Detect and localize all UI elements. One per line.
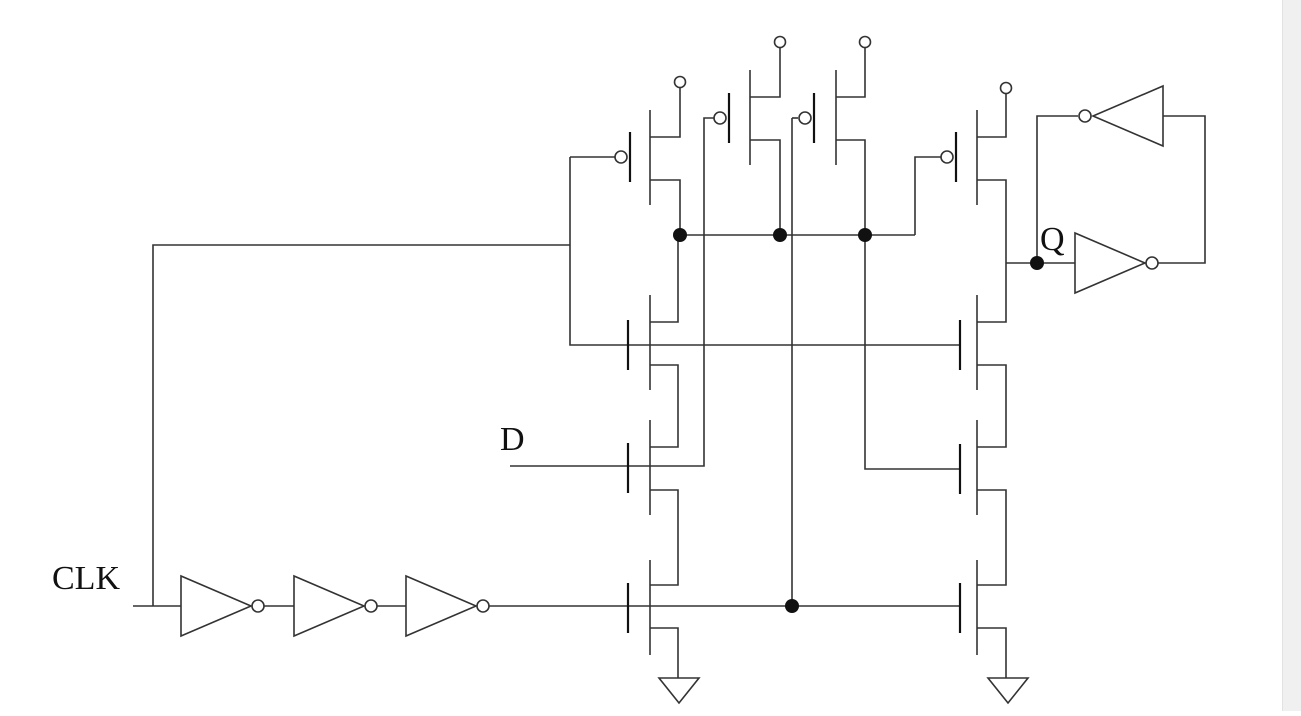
pmos-mid-2 xyxy=(798,35,872,235)
latch-inverter-feedback xyxy=(1078,84,1164,148)
nmos-left-3 xyxy=(626,560,701,705)
q-label: Q xyxy=(1040,221,1065,258)
inverter-1 xyxy=(180,574,294,638)
junction-dot-2 xyxy=(773,228,787,242)
clk-direct-wire xyxy=(152,156,960,606)
junction-dot-q xyxy=(1030,256,1044,270)
nmos-left-2 xyxy=(626,420,679,586)
nmos-left-1 xyxy=(626,235,679,448)
ground-right xyxy=(986,677,1030,705)
junction-dot-1 xyxy=(673,228,687,242)
nmos-right-3 xyxy=(958,560,1030,705)
vertical-scrollbar[interactable] xyxy=(1282,0,1301,711)
circuit-canvas: CLK D Q xyxy=(52,35,1206,705)
d-label: D xyxy=(500,421,525,458)
internal-node-wire xyxy=(673,156,960,470)
nmos-right-1 xyxy=(958,295,1007,448)
inverter-2 xyxy=(293,574,406,638)
pmos-left xyxy=(614,75,687,235)
pmos-right xyxy=(940,81,1013,323)
nmos-right-2 xyxy=(958,420,1007,586)
junction-dot-3 xyxy=(858,228,872,242)
inverter-chain xyxy=(180,574,490,638)
ground-left xyxy=(657,677,701,705)
output-node xyxy=(1006,115,1078,270)
junction-dot-clkb xyxy=(785,599,799,613)
flip-flop-schematic: CLK D Q xyxy=(52,35,1206,705)
d-input-wire xyxy=(510,117,714,467)
delayed-clk-wire xyxy=(489,117,960,613)
latch-inverter-forward xyxy=(1074,115,1206,295)
inverter-3 xyxy=(405,574,490,638)
clk-label: CLK xyxy=(52,560,120,597)
pmos-mid-1 xyxy=(713,35,787,235)
